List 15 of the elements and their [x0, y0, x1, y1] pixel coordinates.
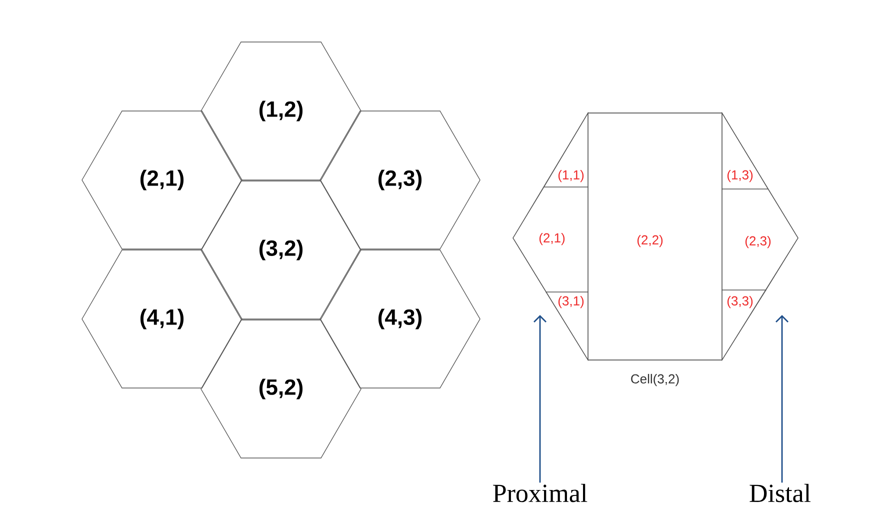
arrow	[534, 315, 546, 483]
cell-region: (2,1)	[512, 186, 588, 292]
cell-region: (2,2)	[588, 112, 722, 360]
hexagon-cell: (2,3)	[320, 110, 480, 250]
cell-region: (2,3)	[722, 188, 798, 290]
side-label: Proximal	[493, 484, 588, 502]
hexagon-cell: (5,2)	[200, 320, 362, 458]
hexagon-cell: (4,1)	[82, 250, 242, 388]
hexagon-cell: (4,3)	[320, 250, 480, 388]
hexagon-cell: (2,1)	[82, 110, 242, 250]
arrow	[776, 315, 788, 483]
cell-caption: Cell(3,2)	[631, 374, 679, 386]
side-label: Distal	[750, 484, 811, 502]
hexagon-cell: (1,2)	[200, 42, 362, 180]
hexagon-cell: (3,2)	[200, 180, 362, 320]
